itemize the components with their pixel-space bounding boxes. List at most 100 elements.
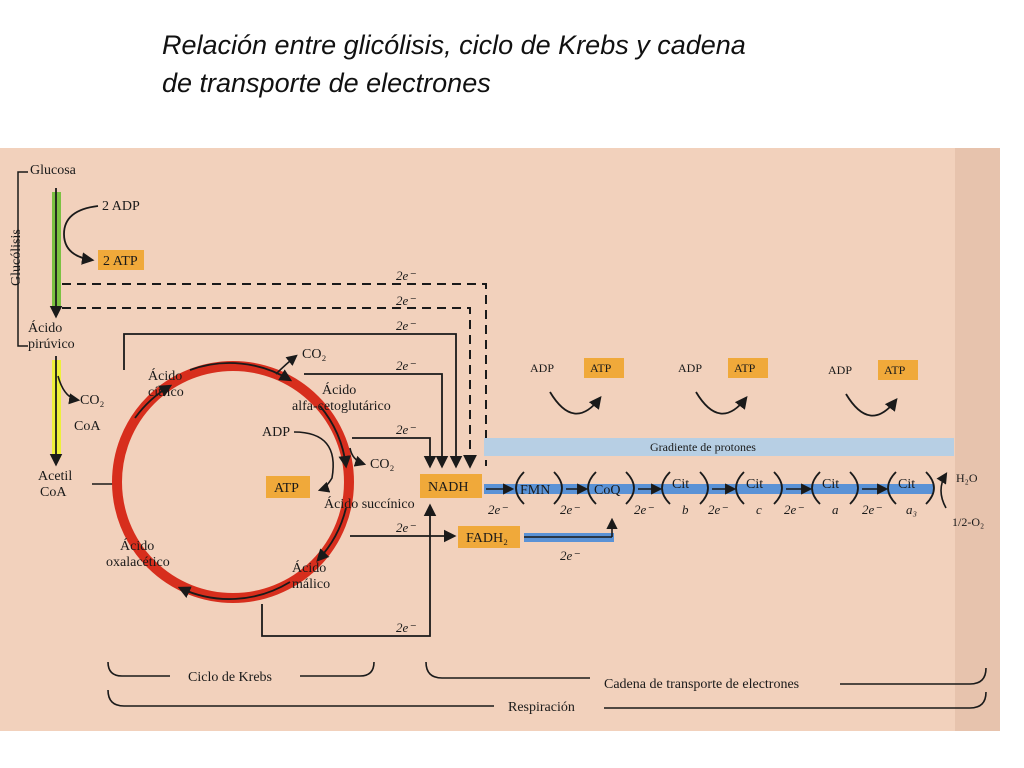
krebs-brace-left (107, 661, 170, 677)
glycolysis-atp-box (98, 250, 144, 270)
chain-carrier-cit-a: Cit a (811, 471, 859, 517)
citrico-label-1: Ácido (148, 367, 182, 384)
respiracion-label: Respiración (508, 700, 575, 715)
slide-title: Relación entre glicólisis, ciclo de Kreb… (162, 26, 942, 102)
malico-label-2: málico (292, 577, 330, 592)
fmn-left-bracket (515, 471, 525, 505)
o2-label: 1/2-O₂ (952, 515, 984, 529)
glucosa-label: Glucosa (30, 163, 77, 178)
co2-right-arrow (349, 447, 367, 467)
cadena-brace-right (840, 667, 987, 685)
ciclo-krebs-label: Ciclo de Krebs (188, 670, 272, 685)
alfa-label-1: Ácido (322, 381, 356, 398)
cit-b-label: Cit (672, 477, 689, 492)
cit-a3-right-bracket (925, 471, 935, 505)
glycolysis-bracket (17, 171, 28, 347)
electron-chain-bar (484, 484, 934, 494)
electron-label-1: 2e⁻ (396, 268, 416, 283)
co2-right-label: CO₂ (370, 457, 394, 472)
fadh2-box (458, 526, 520, 548)
glycolysis-atp-label: 2 ATP (103, 254, 138, 269)
krebs-atp-label: ATP (274, 481, 299, 496)
cycle-arrow-3 (319, 405, 352, 469)
electron-label-3: 2e⁻ (396, 318, 416, 333)
chain-electron-label-2: 2e⁻ (560, 502, 580, 517)
electron-label-2: 2e⁻ (396, 293, 416, 308)
electron-label-6: 2e⁻ (396, 520, 416, 535)
co2-left-label: CO₂ (80, 393, 104, 408)
malate-electron-line (261, 503, 437, 637)
isocitrate-electron-line (304, 373, 449, 469)
atp-arrow-3 (845, 393, 898, 417)
citrico-label-2: cítrico (148, 385, 184, 400)
cit-c-sub: c (756, 502, 762, 517)
glycolysis-electron-line-1 (62, 283, 487, 466)
oxalacetico-label-1: Ácido (120, 537, 154, 554)
cit-a-right-bracket (849, 471, 859, 505)
cit-c-right-bracket (773, 471, 783, 505)
fmn-label: FMN (520, 483, 550, 498)
cycle-arrow-4 (316, 507, 347, 562)
atp-label-2: ATP (734, 361, 756, 375)
title-line-2: de transporte de electrones (162, 68, 491, 98)
acido-piruvico-label-2: pirúvico (28, 337, 75, 352)
atp-box-2 (728, 358, 768, 378)
coq-label: CoQ (594, 483, 620, 498)
succinico-label: Ácido succínico (324, 495, 415, 512)
chain-electron-label-1: 2e⁻ (488, 502, 508, 517)
glycolysis-atp-arrow (63, 205, 99, 265)
alfa-label-2: alfa-cetoglutárico (292, 399, 391, 414)
title-line-1: Relación entre glicólisis, ciclo de Kreb… (162, 30, 746, 60)
adp-label-2: ADP (678, 361, 702, 375)
chain-electron-label-5: 2e⁻ (784, 502, 804, 517)
co2-release-arrow-left (57, 375, 81, 405)
chain-carrier-fmn: FMN (515, 471, 563, 505)
krebs-atp-box (266, 476, 310, 498)
krebs-adp-label: ADP (262, 425, 290, 440)
cit-b-right-bracket (699, 471, 709, 505)
cycle-arrow-2 (189, 362, 293, 382)
fadh2-label: FADH₂ (466, 531, 508, 546)
proton-gradient-bar (484, 438, 954, 456)
atp-label-3: ATP (884, 363, 906, 377)
acetil-coa-label-2: CoA (40, 485, 67, 500)
nadh-box (420, 474, 482, 498)
pyruvate-electron-line (123, 333, 463, 469)
krebs-brace-right (300, 661, 375, 677)
electron-label-7: 2e⁻ (396, 620, 416, 635)
electron-label-5: 2e⁻ (396, 422, 416, 437)
cadena-brace-left (425, 661, 590, 679)
cit-b-sub: b (682, 502, 689, 517)
cit-c-label: Cit (746, 477, 763, 492)
oxalacetico-label-2: oxalacético (106, 555, 170, 570)
chain-electron-label-3: 2e⁻ (634, 502, 654, 517)
atp-box-1 (584, 358, 624, 378)
cycle-arrow-1 (134, 384, 173, 419)
coq-right-bracket (625, 471, 635, 505)
cit-a-label: Cit (822, 477, 839, 492)
chain-electron-label-6: 2e⁻ (862, 502, 882, 517)
alfa-electron-line (352, 437, 437, 469)
co2-top-label: CO₂ (302, 347, 326, 362)
gradiente-label: Gradiente de protones (650, 440, 756, 454)
nadh-label: NADH (428, 480, 468, 495)
cit-a3-sub: a₃ (906, 502, 917, 517)
acido-piruvico-label-1: Ácido (28, 319, 62, 336)
krebs-atp-arrow (293, 431, 334, 493)
electron-label-fadh2: 2e⁻ (560, 548, 580, 563)
cadena-label: Cadena de transporte de electrones (604, 677, 799, 692)
cycle-arrow-5 (177, 581, 291, 600)
adp-label-1: ADP (530, 361, 554, 375)
adp-label-3: ADP (828, 363, 852, 377)
water-formation-arrow (936, 472, 948, 509)
malico-label-1: Ácido (292, 559, 326, 576)
coa-label: CoA (74, 419, 101, 434)
co2-top-arrow (275, 354, 298, 375)
chain-electron-label-4: 2e⁻ (708, 502, 728, 517)
atp-arrow-1 (549, 391, 602, 415)
glucolisis-label: Glucólisis (9, 229, 24, 286)
respiracion-brace-left (107, 689, 494, 707)
h2o-label: H₂O (956, 471, 978, 485)
acetil-coa-label-1: Acetil (38, 469, 72, 484)
atp-arrow-2 (695, 391, 748, 415)
